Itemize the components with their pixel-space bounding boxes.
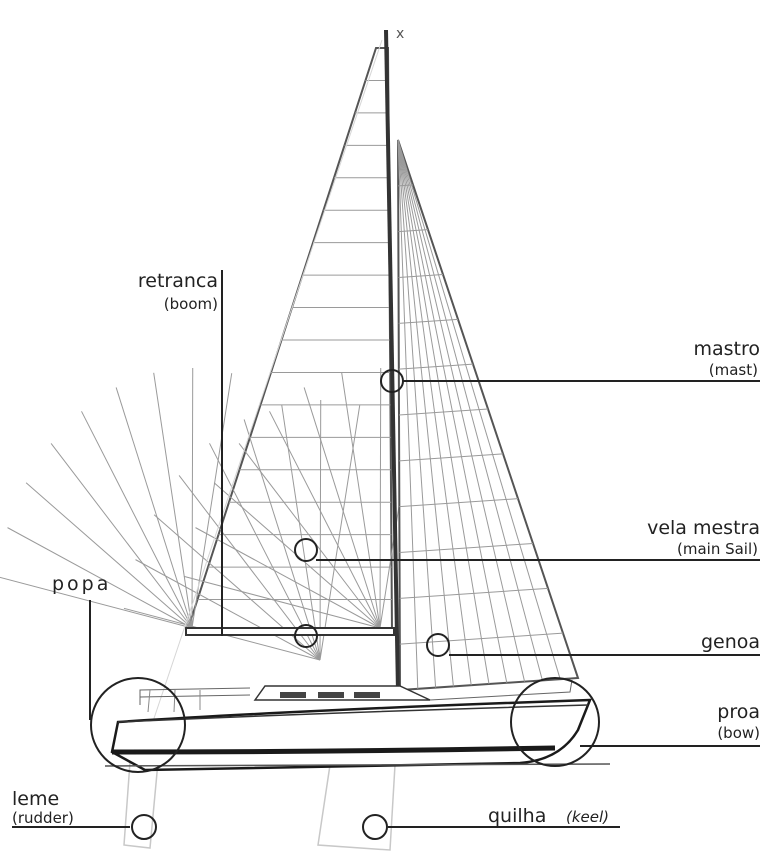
underwater-appendages — [123, 761, 396, 851]
boom-label-en: (boom) — [164, 295, 218, 313]
labels: retranca (boom) mastro (mast) vela mestr… — [12, 270, 760, 827]
hull — [104, 679, 611, 772]
stern-marker — [90, 677, 186, 773]
boom-label-pt: retranca — [138, 270, 218, 292]
genoa-label-pt: genoa — [701, 631, 760, 653]
mainsail — [0, 47, 421, 661]
boom — [185, 627, 395, 636]
bow-marker — [510, 677, 600, 767]
rudder-label-pt: leme — [12, 788, 59, 810]
boom-marker — [294, 624, 318, 648]
mast-marker — [380, 369, 404, 393]
rudder-marker — [131, 814, 157, 840]
keel-label-pt: quilha — [488, 805, 546, 827]
keel-shape — [317, 764, 396, 851]
keel-marker — [362, 814, 388, 840]
mast-label-pt: mastro — [693, 338, 760, 360]
genoa-marker — [426, 633, 450, 657]
marker-circles — [90, 369, 600, 840]
backstay — [139, 39, 383, 761]
mainsail-marker — [294, 538, 318, 562]
stern-label-pt: popa — [52, 573, 111, 595]
bow-label-en: (bow) — [717, 724, 760, 742]
rudder-label-en: (rudder) — [12, 809, 74, 827]
mast: x — [384, 26, 404, 693]
mast-label-en: (mast) — [709, 361, 758, 379]
mainsail-label-pt: vela mestra — [647, 517, 760, 539]
genoa-sail — [397, 139, 580, 692]
keel-label-en: (keel) — [566, 808, 609, 826]
callout-lines — [12, 270, 760, 828]
mainsail-label-en: (main Sail) — [677, 540, 758, 558]
svg-text:x: x — [396, 26, 404, 42]
bow-label-pt: proa — [717, 701, 760, 723]
